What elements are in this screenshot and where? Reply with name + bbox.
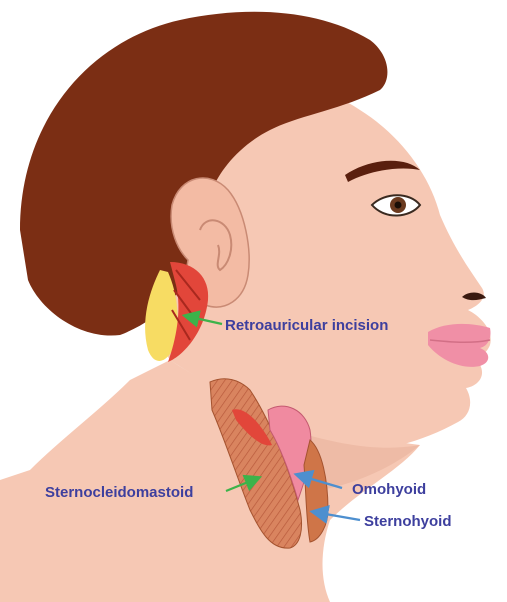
- label-omohyoid: Omohyoid: [352, 481, 426, 498]
- label-sternohyoid: Sternohyoid: [364, 513, 452, 530]
- label-retroauricular-incision: Retroauricular incision: [225, 317, 388, 334]
- label-sternocleidomastoid: Sternocleidomastoid: [45, 484, 193, 501]
- pupil: [395, 202, 402, 209]
